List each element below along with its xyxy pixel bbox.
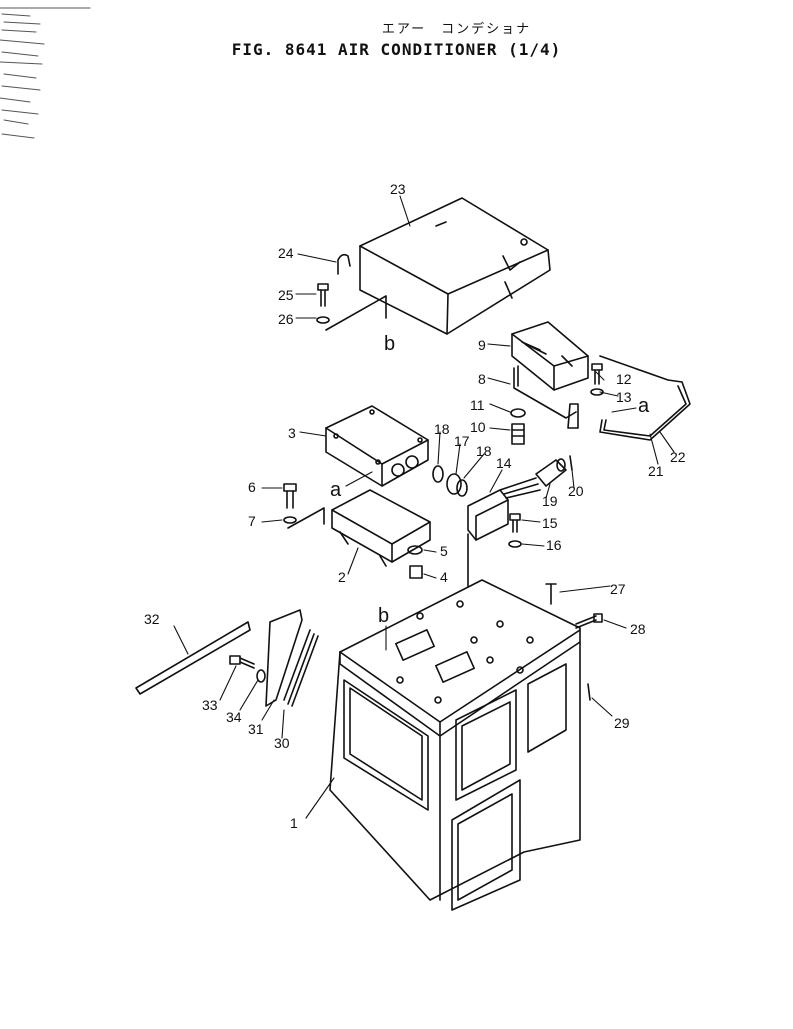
part-19-filter <box>535 458 567 487</box>
callout-13: 13 <box>616 389 632 405</box>
callout-labels: 23 24 25 26 b 9 8 12 13 a 11 10 3 18 17 … <box>144 181 686 831</box>
part-23-top-cover <box>359 197 551 335</box>
part-12-bolt <box>591 363 603 385</box>
callout-5: 5 <box>440 543 448 559</box>
callout-18-lower: 18 <box>476 443 492 459</box>
callout-34: 34 <box>226 709 242 725</box>
callout-4: 4 <box>440 569 448 585</box>
part-3-control-box <box>325 405 429 487</box>
callout-8: 8 <box>478 371 486 387</box>
callout-10: 10 <box>470 419 486 435</box>
callout-1: 1 <box>290 815 298 831</box>
ref-mark-b: b <box>384 333 395 355</box>
figure-title: FIG. 8641 AIR CONDITIONER (1/4) <box>231 40 562 59</box>
part-13-washer <box>590 388 604 396</box>
callout-20: 20 <box>568 483 584 499</box>
part-17-fitting <box>446 473 462 495</box>
callout-28: 28 <box>630 621 646 637</box>
part-20-clip <box>569 455 573 471</box>
part-4-bolt <box>409 565 423 579</box>
callout-29: 29 <box>614 715 630 731</box>
part-15-bolt <box>509 513 521 533</box>
japanese-subtitle: エアー コンデショナ <box>381 22 532 37</box>
part-10-plug <box>511 423 525 445</box>
part-18-ring <box>432 465 444 483</box>
part-30-seal <box>283 629 319 707</box>
callout-27: 27 <box>610 581 626 597</box>
callout-30: 30 <box>274 735 290 751</box>
callout-25: 25 <box>278 287 294 303</box>
part-29-clip <box>587 683 591 701</box>
callout-23: 23 <box>390 181 406 197</box>
part-1-cab <box>329 579 581 911</box>
callout-2: 2 <box>338 569 346 585</box>
callout-6: 6 <box>248 479 256 495</box>
callout-16: 16 <box>546 537 562 553</box>
callout-19: 19 <box>542 493 558 509</box>
part-26-washer <box>316 316 330 324</box>
part-7-washer <box>283 516 297 524</box>
part-34-washer <box>256 669 266 683</box>
callout-14: 14 <box>496 455 512 471</box>
callout-21: 21 <box>648 463 664 479</box>
part-11-washer <box>510 408 526 418</box>
callout-32: 32 <box>144 611 160 627</box>
callout-17: 17 <box>454 433 470 449</box>
part-2-bracket <box>331 489 431 567</box>
part-31-post <box>265 609 303 707</box>
ref-mark-b-lower: b <box>378 605 389 627</box>
callout-15: 15 <box>542 515 558 531</box>
part-18-ring <box>456 479 468 497</box>
part-24-clip <box>337 253 351 275</box>
callout-11: 11 <box>470 397 485 413</box>
part-9-blower-unit <box>511 321 589 391</box>
callout-26: 26 <box>278 311 294 327</box>
part-33-bolt <box>229 655 255 669</box>
ref-mark-a-right: a <box>638 395 650 417</box>
part-28-bolt <box>575 613 603 629</box>
part-27-pin <box>545 583 557 605</box>
callout-3: 3 <box>288 425 296 441</box>
part-14-relay <box>467 477 541 541</box>
callout-18-upper: 18 <box>434 421 450 437</box>
callout-9: 9 <box>478 337 486 353</box>
callout-33: 33 <box>202 697 218 713</box>
callout-12: 12 <box>616 371 632 387</box>
part-25-bolt <box>317 283 329 307</box>
ref-mark-a-left: a <box>330 479 342 501</box>
callout-24: 24 <box>278 245 294 261</box>
callout-22: 22 <box>670 449 686 465</box>
callout-7: 7 <box>248 513 256 529</box>
callout-31: 31 <box>248 721 264 737</box>
part-32-rail <box>135 621 251 695</box>
part-16-washer <box>508 540 522 548</box>
leader-lines <box>173 195 675 819</box>
scan-noise <box>0 7 91 139</box>
part-6-bolt <box>283 483 297 509</box>
part-8-bracket <box>513 365 579 429</box>
part-5-washer <box>407 545 423 555</box>
